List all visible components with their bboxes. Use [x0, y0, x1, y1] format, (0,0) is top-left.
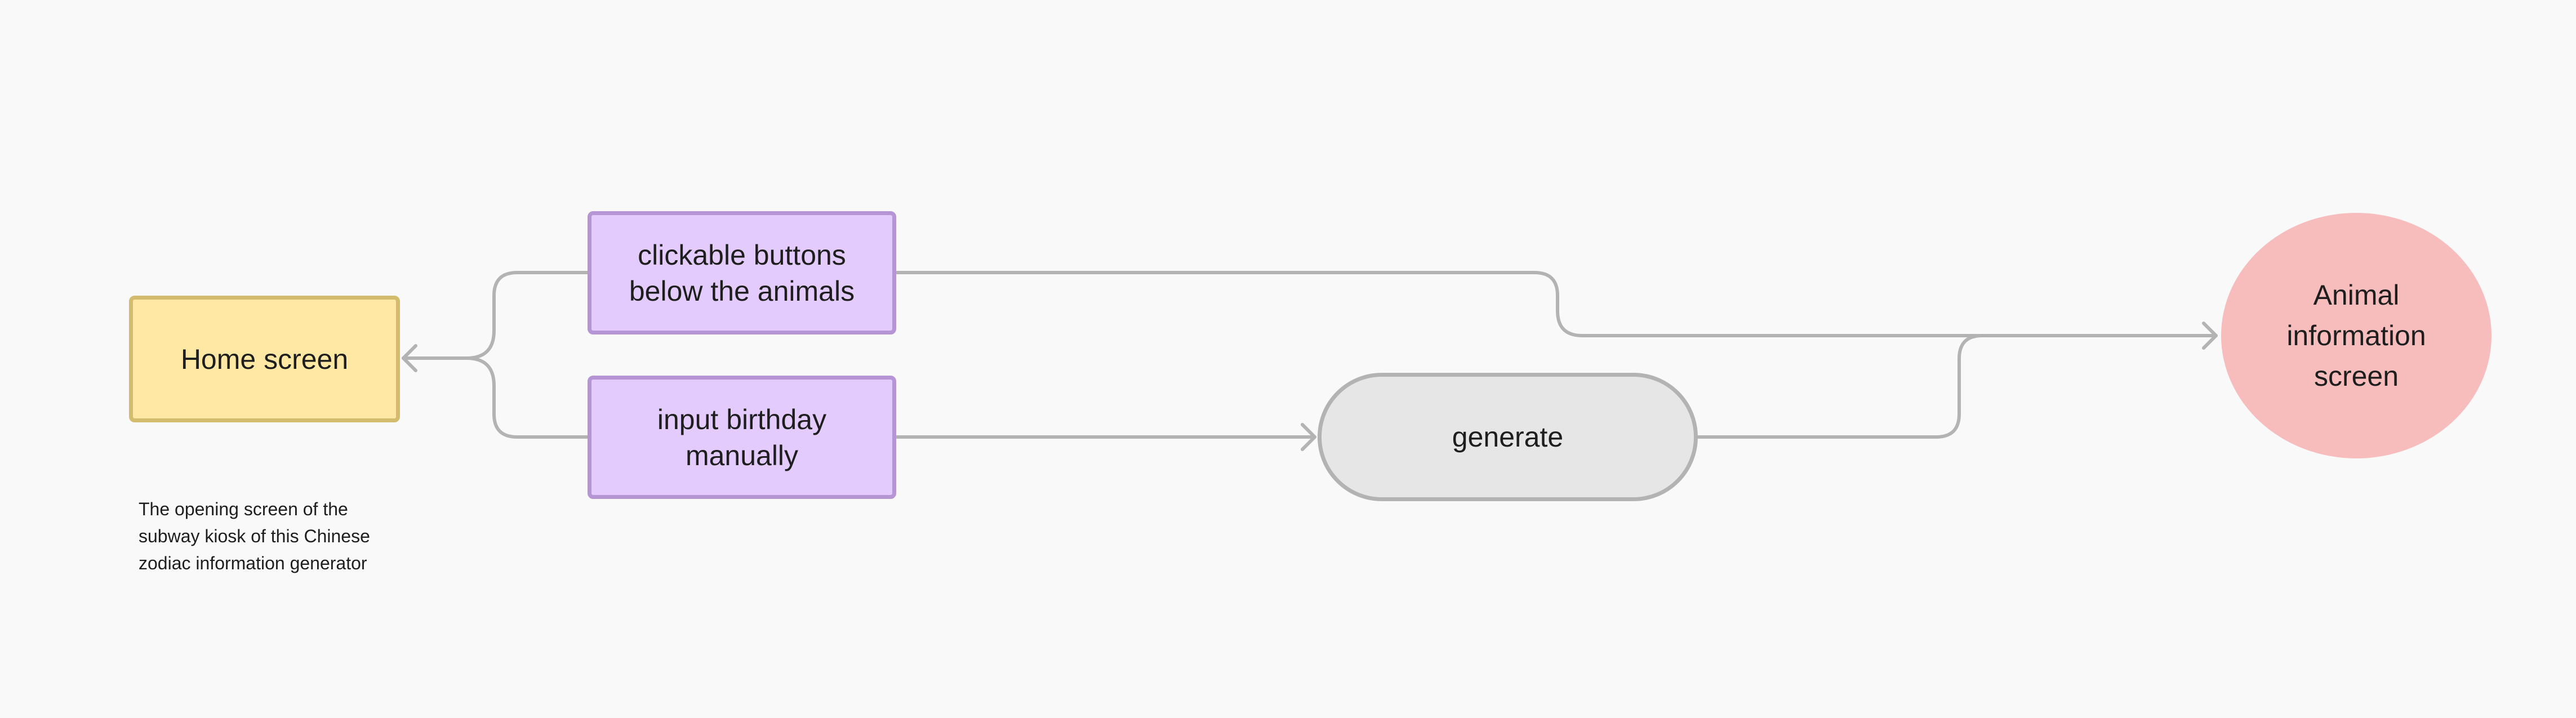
clickable-buttons-node: clickable buttons below the animals: [588, 211, 896, 335]
edge-clickable-to-home: [402, 271, 589, 360]
generate-label: generate: [1452, 421, 1564, 453]
arrowhead-generate: [1301, 423, 1316, 451]
edge-input-to-home: [402, 356, 589, 439]
arrowhead-home: [402, 344, 417, 372]
animal-information-screen-node: Animal information screen: [2221, 213, 2492, 458]
home-screen-node: Home screen: [129, 296, 400, 422]
home-screen-note: The opening screen of the subway kiosk o…: [139, 499, 370, 573]
input-birthday-label: input birthday manually: [657, 403, 827, 471]
edge-generate-to-animal: [1696, 334, 1984, 439]
edge-clickable-to-animal: [895, 271, 2218, 337]
home-screen-label: Home screen: [180, 343, 349, 375]
input-birthday-node: input birthday manually: [588, 376, 896, 499]
animal-information-screen-label: Animal information screen: [2286, 279, 2426, 392]
generate-node: generate: [1318, 373, 1698, 501]
arrowhead-animal: [2202, 322, 2218, 350]
clickable-buttons-label: clickable buttons below the animals: [629, 239, 855, 307]
